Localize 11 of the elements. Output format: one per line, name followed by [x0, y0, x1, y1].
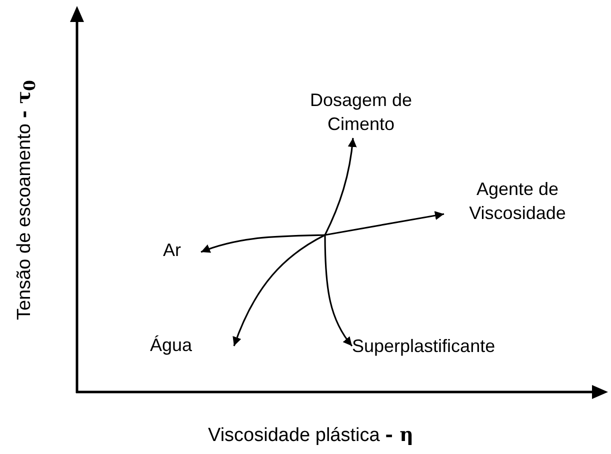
factor-label: Água [150, 333, 234, 361]
arrow [324, 235, 353, 346]
factor-label: Ar [163, 238, 201, 264]
factor-label: Agente de Viscosidade [445, 177, 590, 229]
arrow [324, 138, 357, 236]
axis-title: Viscosidade plástica - η [208, 424, 414, 447]
factor-label: Dosagem de Cimento [300, 88, 422, 138]
arrow [324, 211, 444, 236]
factor-label: Superplastificante [352, 334, 584, 362]
arrow [232, 234, 326, 346]
arrow [200, 234, 326, 254]
